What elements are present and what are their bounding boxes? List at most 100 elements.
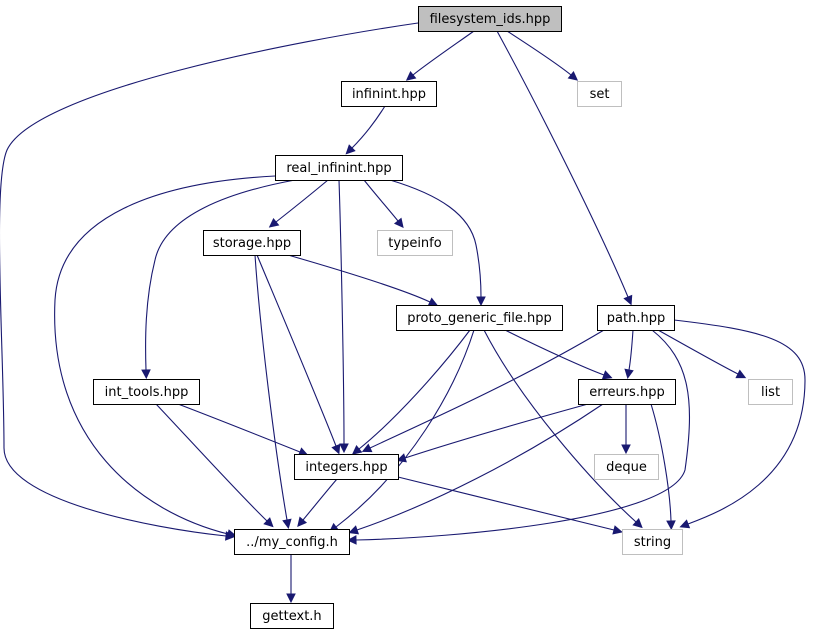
node-box <box>275 155 403 181</box>
edge-line <box>177 403 301 453</box>
arrowhead <box>331 443 341 455</box>
edge-line <box>369 329 605 449</box>
node-gettext[interactable]: gettext.h <box>250 603 334 629</box>
node-proto-generic-file[interactable]: proto_generic_file.hpp <box>396 305 563 331</box>
node-erreurs[interactable]: erreurs.hpp <box>578 379 676 405</box>
edge-erreurs-to-integers <box>396 403 589 463</box>
edge-line <box>0 22 419 537</box>
node-real-infinint[interactable]: real_infinint.hpp <box>275 155 403 181</box>
node-my-config[interactable]: ../my_config.h <box>234 529 350 555</box>
node-list[interactable]: list <box>748 379 793 405</box>
node-typeinfo[interactable]: typeinfo <box>377 230 453 256</box>
node-box <box>578 379 676 405</box>
node-box <box>234 529 350 555</box>
edge-line <box>496 30 629 298</box>
edge-storage-to-integers <box>256 254 341 455</box>
edge-line <box>351 105 386 149</box>
edge-filesystem_ids-to-infinint <box>405 30 475 81</box>
arrowhead <box>623 294 633 306</box>
arrowhead <box>345 144 356 155</box>
edge-line <box>404 403 589 459</box>
edges-layer <box>0 22 806 604</box>
edge-filesystem_ids-to-path <box>496 30 633 306</box>
arrowhead <box>476 296 486 307</box>
edge-line <box>275 179 329 223</box>
edge-line <box>650 403 672 522</box>
node-box <box>577 81 622 107</box>
edge-integers-to-string <box>397 476 623 535</box>
node-box <box>203 230 301 256</box>
arrowhead <box>348 525 360 535</box>
arrowhead <box>405 70 417 81</box>
node-label: ../my_config.h <box>246 535 338 550</box>
edge-proto_generic_file-to-my_config <box>328 329 475 533</box>
edge-real_infinint-to-my_config <box>54 175 276 539</box>
node-integers[interactable]: integers.hpp <box>294 454 399 480</box>
arrowhead <box>624 368 634 380</box>
edge-erreurs-to-deque <box>621 404 631 455</box>
edge-filesystem_ids-to-set <box>506 30 579 81</box>
arrowhead <box>632 518 643 529</box>
edge-storage-to-proto_generic_file <box>287 254 439 307</box>
edge-erreurs-to-my_config <box>348 403 604 535</box>
edge-line <box>155 403 268 522</box>
arrowhead <box>282 518 292 530</box>
edge-line <box>397 476 615 531</box>
node-set[interactable]: set <box>577 81 622 107</box>
node-label: real_infinint.hpp <box>286 161 391 176</box>
edge-line <box>358 329 471 450</box>
node-storage[interactable]: storage.hpp <box>203 230 301 256</box>
arrowhead <box>567 70 579 81</box>
edge-path-to-my_config <box>346 329 690 545</box>
edge-real_infinint-to-storage <box>268 179 329 228</box>
arrowhead <box>621 444 631 455</box>
arrowhead <box>226 529 237 539</box>
edge-path-to-string <box>673 319 806 529</box>
arrowhead <box>666 520 676 531</box>
edge-line <box>54 175 276 535</box>
edge-line <box>483 329 637 523</box>
node-infinint[interactable]: infinint.hpp <box>341 81 437 107</box>
node-path[interactable]: path.hpp <box>597 305 675 331</box>
edge-my_config-to-gettext <box>286 553 296 604</box>
edge-real_infinint-to-integers <box>338 179 349 454</box>
arrowhead <box>361 443 373 453</box>
arrowhead <box>346 535 357 545</box>
node-box <box>250 603 334 629</box>
node-label: filesystem_ids.hpp <box>430 12 551 27</box>
edge-storage-to-my_config <box>254 254 292 530</box>
node-label: gettext.h <box>262 609 321 624</box>
edge-real_infinint-to-typeinfo <box>363 179 404 229</box>
edge-line <box>145 179 296 371</box>
edge-line <box>412 30 475 76</box>
edge-integers-to-my_config <box>297 478 338 527</box>
node-deque[interactable]: deque <box>594 454 659 480</box>
edge-infinint-to-real_infinint <box>345 105 386 155</box>
arrowhead <box>427 297 439 307</box>
arrowhead <box>679 519 691 529</box>
edge-line <box>256 254 337 447</box>
node-label: erreurs.hpp <box>589 385 664 400</box>
arrowhead <box>286 593 296 604</box>
node-filesystem-ids[interactable]: filesystem_ids.hpp <box>418 6 562 32</box>
edge-line <box>504 329 605 376</box>
node-label: string <box>634 535 671 550</box>
node-int-tools[interactable]: int_tools.hpp <box>93 379 200 405</box>
node-string[interactable]: string <box>622 529 683 555</box>
node-box <box>418 6 562 32</box>
edge-path-to-list <box>657 329 747 379</box>
arrowhead <box>396 453 407 463</box>
node-label: proto_generic_file.hpp <box>407 311 552 326</box>
edge-line <box>355 329 690 541</box>
node-box <box>377 230 453 256</box>
edge-line <box>389 179 482 298</box>
edge-real_infinint-to-proto_generic_file <box>389 179 486 307</box>
edge-proto_generic_file-to-erreurs <box>504 329 613 380</box>
edge-real_infinint-to-int_tools <box>141 179 296 380</box>
arrowhead <box>351 444 363 455</box>
node-box <box>597 305 675 331</box>
edge-line <box>302 478 338 521</box>
arrowhead <box>601 370 613 380</box>
edge-path-to-integers <box>361 329 605 453</box>
